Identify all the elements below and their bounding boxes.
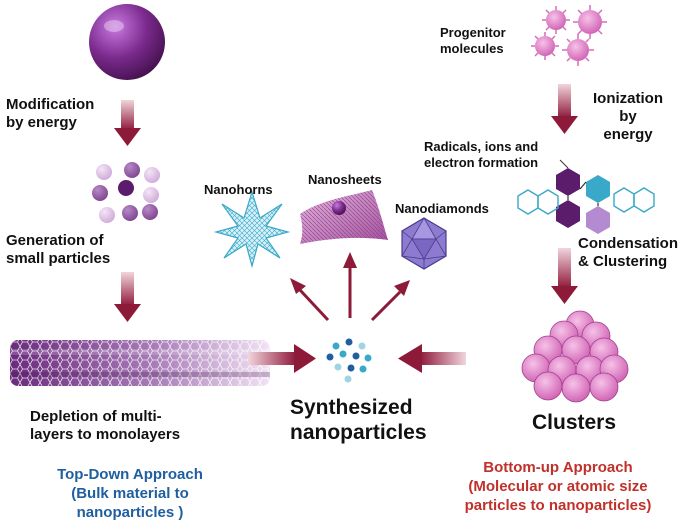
label-top-down-approach: Top-Down Approach (Bulk material to nano… <box>57 466 203 521</box>
synthesized-nanoparticles <box>326 338 372 383</box>
label-condensation-clustering: Condensation & Clustering <box>578 235 678 270</box>
arrow-ionization <box>551 84 578 134</box>
label-progenitor-molecules: Progenitor molecules <box>440 25 506 56</box>
small-particles <box>92 162 160 223</box>
label-nanodiamonds: Nanodiamonds <box>395 201 489 216</box>
arrow-to-nanodiamond <box>370 280 410 322</box>
label-clusters: Clusters <box>532 411 617 434</box>
progenitor-molecules <box>531 5 607 66</box>
nanotube <box>10 340 270 386</box>
arrow-generation <box>114 272 141 322</box>
nanohorn <box>213 189 291 269</box>
label-nanohorns: Nanohorns <box>204 182 273 197</box>
bulk-sphere <box>89 4 165 80</box>
label-nanosheets: Nanosheets <box>308 172 382 187</box>
arrow-condensation <box>551 248 578 304</box>
label-ionization-by-energy: Ionization by energy <box>593 90 663 143</box>
arrow-to-nanohorn <box>290 278 330 322</box>
arrow-to-nanosheet <box>343 252 357 318</box>
arrow-right-to-center <box>398 344 466 373</box>
arrow-modification <box>114 100 141 146</box>
label-synthesized-nanoparticles: Synthesized nanoparticles <box>290 396 427 444</box>
clusters <box>521 310 629 403</box>
nanodiamond <box>401 217 447 270</box>
arrow-left-to-center <box>248 344 316 373</box>
label-generation-small-particles: Generation of small particles <box>6 232 111 267</box>
label-radicals-ions: Radicals, ions and electron formation <box>424 139 539 170</box>
label-modification-by-energy: Modification by energy <box>6 96 95 131</box>
label-bottom-up-approach: Bottom-up Approach (Molecular or atomic … <box>464 459 652 514</box>
label-depletion-layers: Depletion of multi- layers to monolayers <box>30 408 181 443</box>
nanosheet <box>300 190 388 244</box>
radical-molecules <box>517 159 655 234</box>
